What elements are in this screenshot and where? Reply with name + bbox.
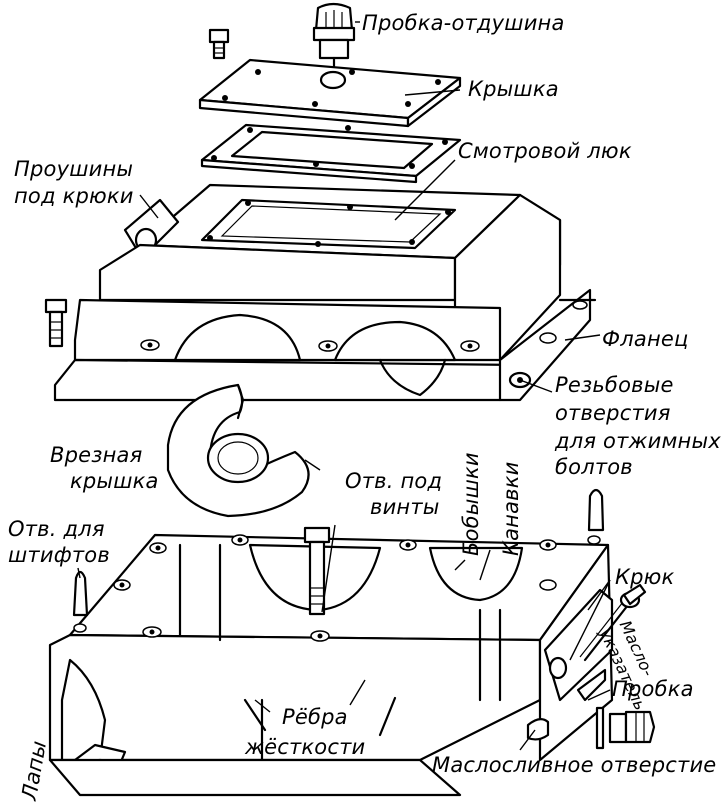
label-insert-cover-line1: Врезная bbox=[50, 443, 143, 467]
label-cover: Крышка bbox=[468, 77, 559, 101]
label-threaded-holes-line1: Резьбовые bbox=[555, 373, 674, 397]
leader-lines bbox=[77, 21, 611, 751]
bolt-left-drawing bbox=[44, 298, 68, 348]
oil-gauge-drawing bbox=[579, 583, 647, 662]
label-stiffening-ribs-line1: Рёбра bbox=[282, 705, 348, 729]
bolt-top-left-drawing bbox=[208, 28, 230, 60]
label-pin-holes-line1: Отв. для bbox=[8, 517, 105, 541]
label-bosses: Бобышки bbox=[459, 452, 483, 556]
label-vent-plug: Пробка-отдушина bbox=[362, 11, 565, 35]
label-flange: Фланец bbox=[602, 327, 689, 351]
label-drain-hole: Маслосливное отверстие bbox=[432, 753, 717, 777]
label-screw-holes-line2: винты bbox=[370, 495, 440, 519]
dowel-pin-right-drawing bbox=[587, 488, 605, 532]
label-lifting-lugs-line2: под крюки bbox=[14, 184, 134, 208]
label-grooves: Канавки bbox=[499, 461, 523, 557]
lower-housing-drawing bbox=[48, 533, 614, 797]
label-inspection-hatch: Смотровой люк bbox=[458, 139, 632, 163]
dowel-pin-left-drawing bbox=[72, 570, 89, 617]
central-screw-drawing bbox=[303, 526, 331, 616]
inspection-hatch-frame-drawing bbox=[200, 123, 462, 184]
label-screw-holes-line1: Отв. под bbox=[345, 469, 443, 493]
label-insert-cover-line2: крышка bbox=[70, 469, 159, 493]
label-threaded-holes-line3: для отжимных bbox=[555, 429, 721, 453]
plug-drawing bbox=[595, 706, 656, 750]
label-pin-holes-line2: штифтов bbox=[8, 543, 110, 567]
label-stiffening-ribs-line2: жёсткости bbox=[245, 735, 366, 759]
cover-plate-drawing bbox=[198, 58, 462, 128]
label-lifting-lugs-line1: Проушины bbox=[14, 157, 134, 181]
label-threaded-holes-line4: болтов bbox=[555, 455, 633, 479]
insert-cover-drawing bbox=[166, 383, 310, 518]
upper-housing-drawing bbox=[53, 183, 597, 402]
label-threaded-holes-line2: отверстия bbox=[555, 401, 671, 425]
label-plug: Пробка bbox=[612, 677, 694, 701]
label-hook: Крюк bbox=[615, 565, 675, 589]
